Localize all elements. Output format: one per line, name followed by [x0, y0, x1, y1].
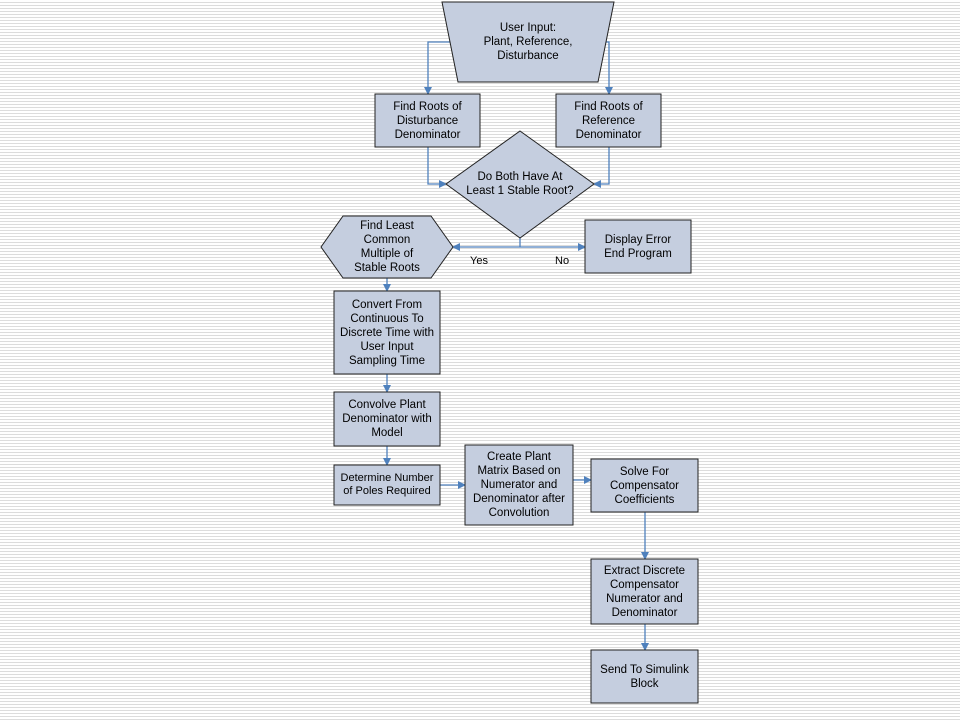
decision-stable-label: Do Both Have At Least 1 Stable Root?	[466, 171, 574, 197]
convert-discrete-shape	[333, 290, 441, 375]
solve-compensator-shape	[590, 458, 699, 513]
send-simulink-label: Send To Simulink Block	[600, 663, 689, 690]
edge-reference-to-decision	[593, 147, 610, 188]
extract-compensator-label: Extract Discrete Compensator Numerator a…	[603, 564, 686, 619]
decision-stable-shape	[445, 130, 595, 239]
edge-input-to-disturbance	[424, 41, 454, 95]
roots-reference-label: Find Roots of Reference Denominator	[574, 100, 643, 141]
yes-edge-label: Yes	[470, 255, 488, 267]
lcm-stable-roots-shape	[320, 215, 454, 279]
create-matrix-label: Create Plant Matrix Based on Numerator a…	[472, 451, 566, 519]
solve-compensator-label: Solve For Compensator Coefficients	[609, 465, 680, 506]
determine-poles-label: Determine Number of Poles Required	[340, 472, 434, 497]
lcm-stable-roots-label: Find Least Common Multiple of Stable Roo…	[354, 220, 420, 274]
convert-discrete-label: Convert From Continuous To Discrete Time…	[340, 298, 434, 367]
edge-disturbance-to-decision	[427, 147, 447, 188]
send-simulink-shape	[590, 649, 699, 704]
create-matrix-shape	[464, 444, 574, 526]
roots-reference-shape	[555, 93, 662, 148]
user-input-label: User Input: Plant, Reference, Disturbanc…	[483, 22, 573, 62]
extract-compensator-shape	[590, 558, 699, 625]
display-error-shape	[584, 219, 692, 274]
determine-poles-shape	[333, 464, 441, 506]
convolve-plant-shape	[333, 391, 441, 447]
convolve-plant-label: Convolve Plant Denominator with Model	[342, 399, 432, 439]
no-edge-label: No	[555, 255, 570, 267]
roots-disturbance-shape	[374, 93, 481, 148]
roots-disturbance-label: Find Roots of Disturbance Denominator	[393, 100, 462, 141]
display-error-label: Display Error End Program	[604, 233, 672, 260]
user-input-shape	[441, 1, 615, 83]
